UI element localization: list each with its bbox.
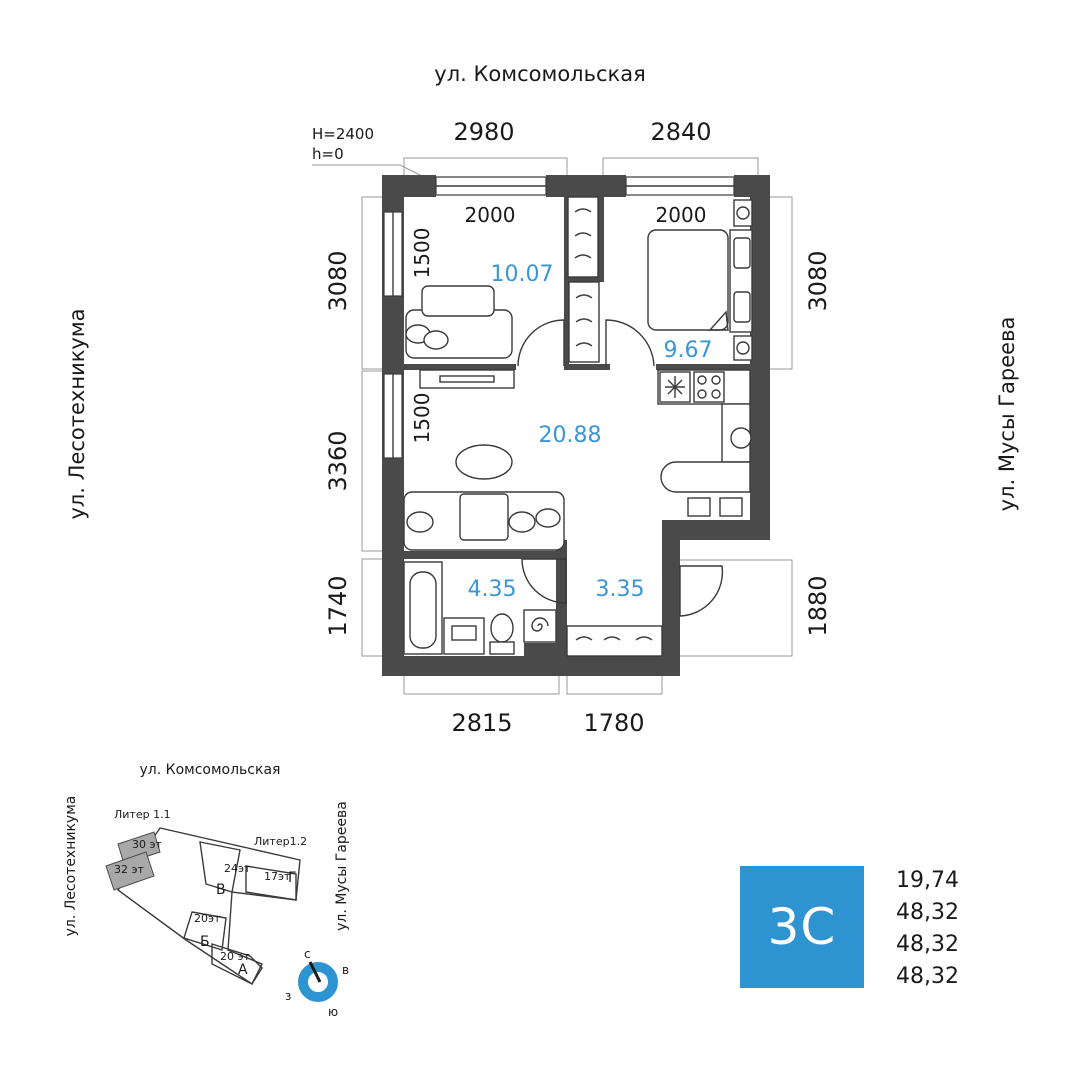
tv-stand: [419, 369, 515, 389]
floors-20b: 20 эт: [220, 950, 251, 963]
armchair: [405, 285, 513, 359]
floors-20a: 20эт: [194, 912, 221, 925]
dim-window-left: 2000: [465, 203, 516, 227]
dim-left-lower: 1740: [324, 575, 352, 636]
unit-type-code: 3С: [767, 898, 837, 956]
wardrobe-upper: [567, 196, 599, 278]
sink: [443, 617, 485, 655]
entrance-door[interactable]: [679, 565, 724, 617]
window-top-left: [435, 176, 547, 196]
compass-north: с: [304, 947, 311, 961]
area-hall: 3.35: [596, 577, 645, 602]
block-b: Б: [200, 934, 210, 950]
stove-icon: [693, 371, 725, 403]
compass-west: з: [285, 989, 291, 1003]
area-living: 20.88: [539, 423, 602, 448]
hall-wardrobe: [566, 625, 663, 657]
compass-east: в: [342, 963, 349, 977]
floors-24: 24эт: [224, 862, 251, 875]
block-highlight-30: [117, 831, 161, 865]
window-left-upper: [383, 211, 403, 297]
site-street-left: ул. Лесотехникума: [63, 796, 79, 937]
dim-right-lower: 1880: [804, 575, 832, 636]
floors-30: 30 эт: [132, 838, 163, 851]
window-top-right: [625, 176, 735, 196]
site-street-right: ул. Мусы Гареева: [334, 801, 350, 931]
dim-window-side-2: 1500: [410, 393, 434, 444]
block-v: В: [216, 882, 226, 898]
block-highlight-32: [105, 851, 155, 891]
dim-bottom-right: 1780: [583, 709, 644, 737]
door-bedroom-left[interactable]: [517, 319, 565, 367]
bar-counter: [660, 461, 751, 517]
door-bedroom-right[interactable]: [605, 319, 655, 367]
area-bathroom: 4.35: [468, 577, 517, 602]
block-a: А: [238, 962, 248, 978]
door-bathroom[interactable]: [521, 558, 567, 604]
fridge-icon: [659, 371, 691, 403]
ceiling-height: H=2400: [312, 125, 374, 143]
compass-icon: [298, 961, 338, 1002]
liter-1-1-label: Литер 1.1: [114, 808, 171, 821]
area-bedroom-left: 10.07: [491, 262, 554, 287]
dimension-lines: [361, 157, 793, 695]
dim-left-middle: 3360: [324, 430, 352, 491]
dim-left-upper: 3080: [324, 250, 352, 311]
floor-level: h=0: [312, 145, 344, 163]
area-list: 19,74 48,32 48,32 48,32: [896, 866, 1006, 994]
street-label-left: ул. Лесотехникума: [65, 308, 89, 519]
double-bed: [647, 199, 753, 361]
street-label-right: ул. Мусы Гареева: [995, 317, 1019, 512]
dim-right-upper: 3080: [804, 250, 832, 311]
toilet: [489, 613, 515, 655]
area-bedroom-right: 9.67: [664, 338, 713, 363]
liter-1-2-label: Литер1.2: [254, 835, 307, 848]
window-left-middle: [383, 373, 403, 459]
area-value: 48,32: [896, 932, 959, 957]
site-map: ул. Комсомольская ул. Лесотехникума ул. …: [63, 762, 350, 1019]
dim-window-right: 2000: [656, 203, 707, 227]
dim-top-left: 2980: [453, 118, 514, 146]
floors-17: 17эт: [264, 870, 291, 883]
area-value: 48,32: [896, 900, 959, 925]
area-value: 48,32: [896, 964, 959, 989]
compass-south: ю: [328, 1005, 338, 1019]
sofa: [403, 491, 565, 551]
walls: [382, 175, 770, 676]
dim-top-right: 2840: [650, 118, 711, 146]
block-g: Г: [288, 870, 297, 886]
unit-type-badge: 3С: [740, 866, 864, 988]
street-label-top: ул. Комсомольская: [434, 62, 645, 86]
area-value: 19,74: [896, 868, 959, 893]
floors-32: 32 эт: [114, 863, 145, 876]
wardrobe-lower: [568, 281, 600, 363]
washing-machine: [523, 609, 557, 643]
bathtub: [403, 561, 443, 655]
dining-table: [455, 444, 513, 480]
dim-bottom-left: 2815: [451, 709, 512, 737]
site-street-top: ул. Комсомольская: [140, 762, 281, 778]
dim-window-side-1: 1500: [410, 228, 434, 279]
